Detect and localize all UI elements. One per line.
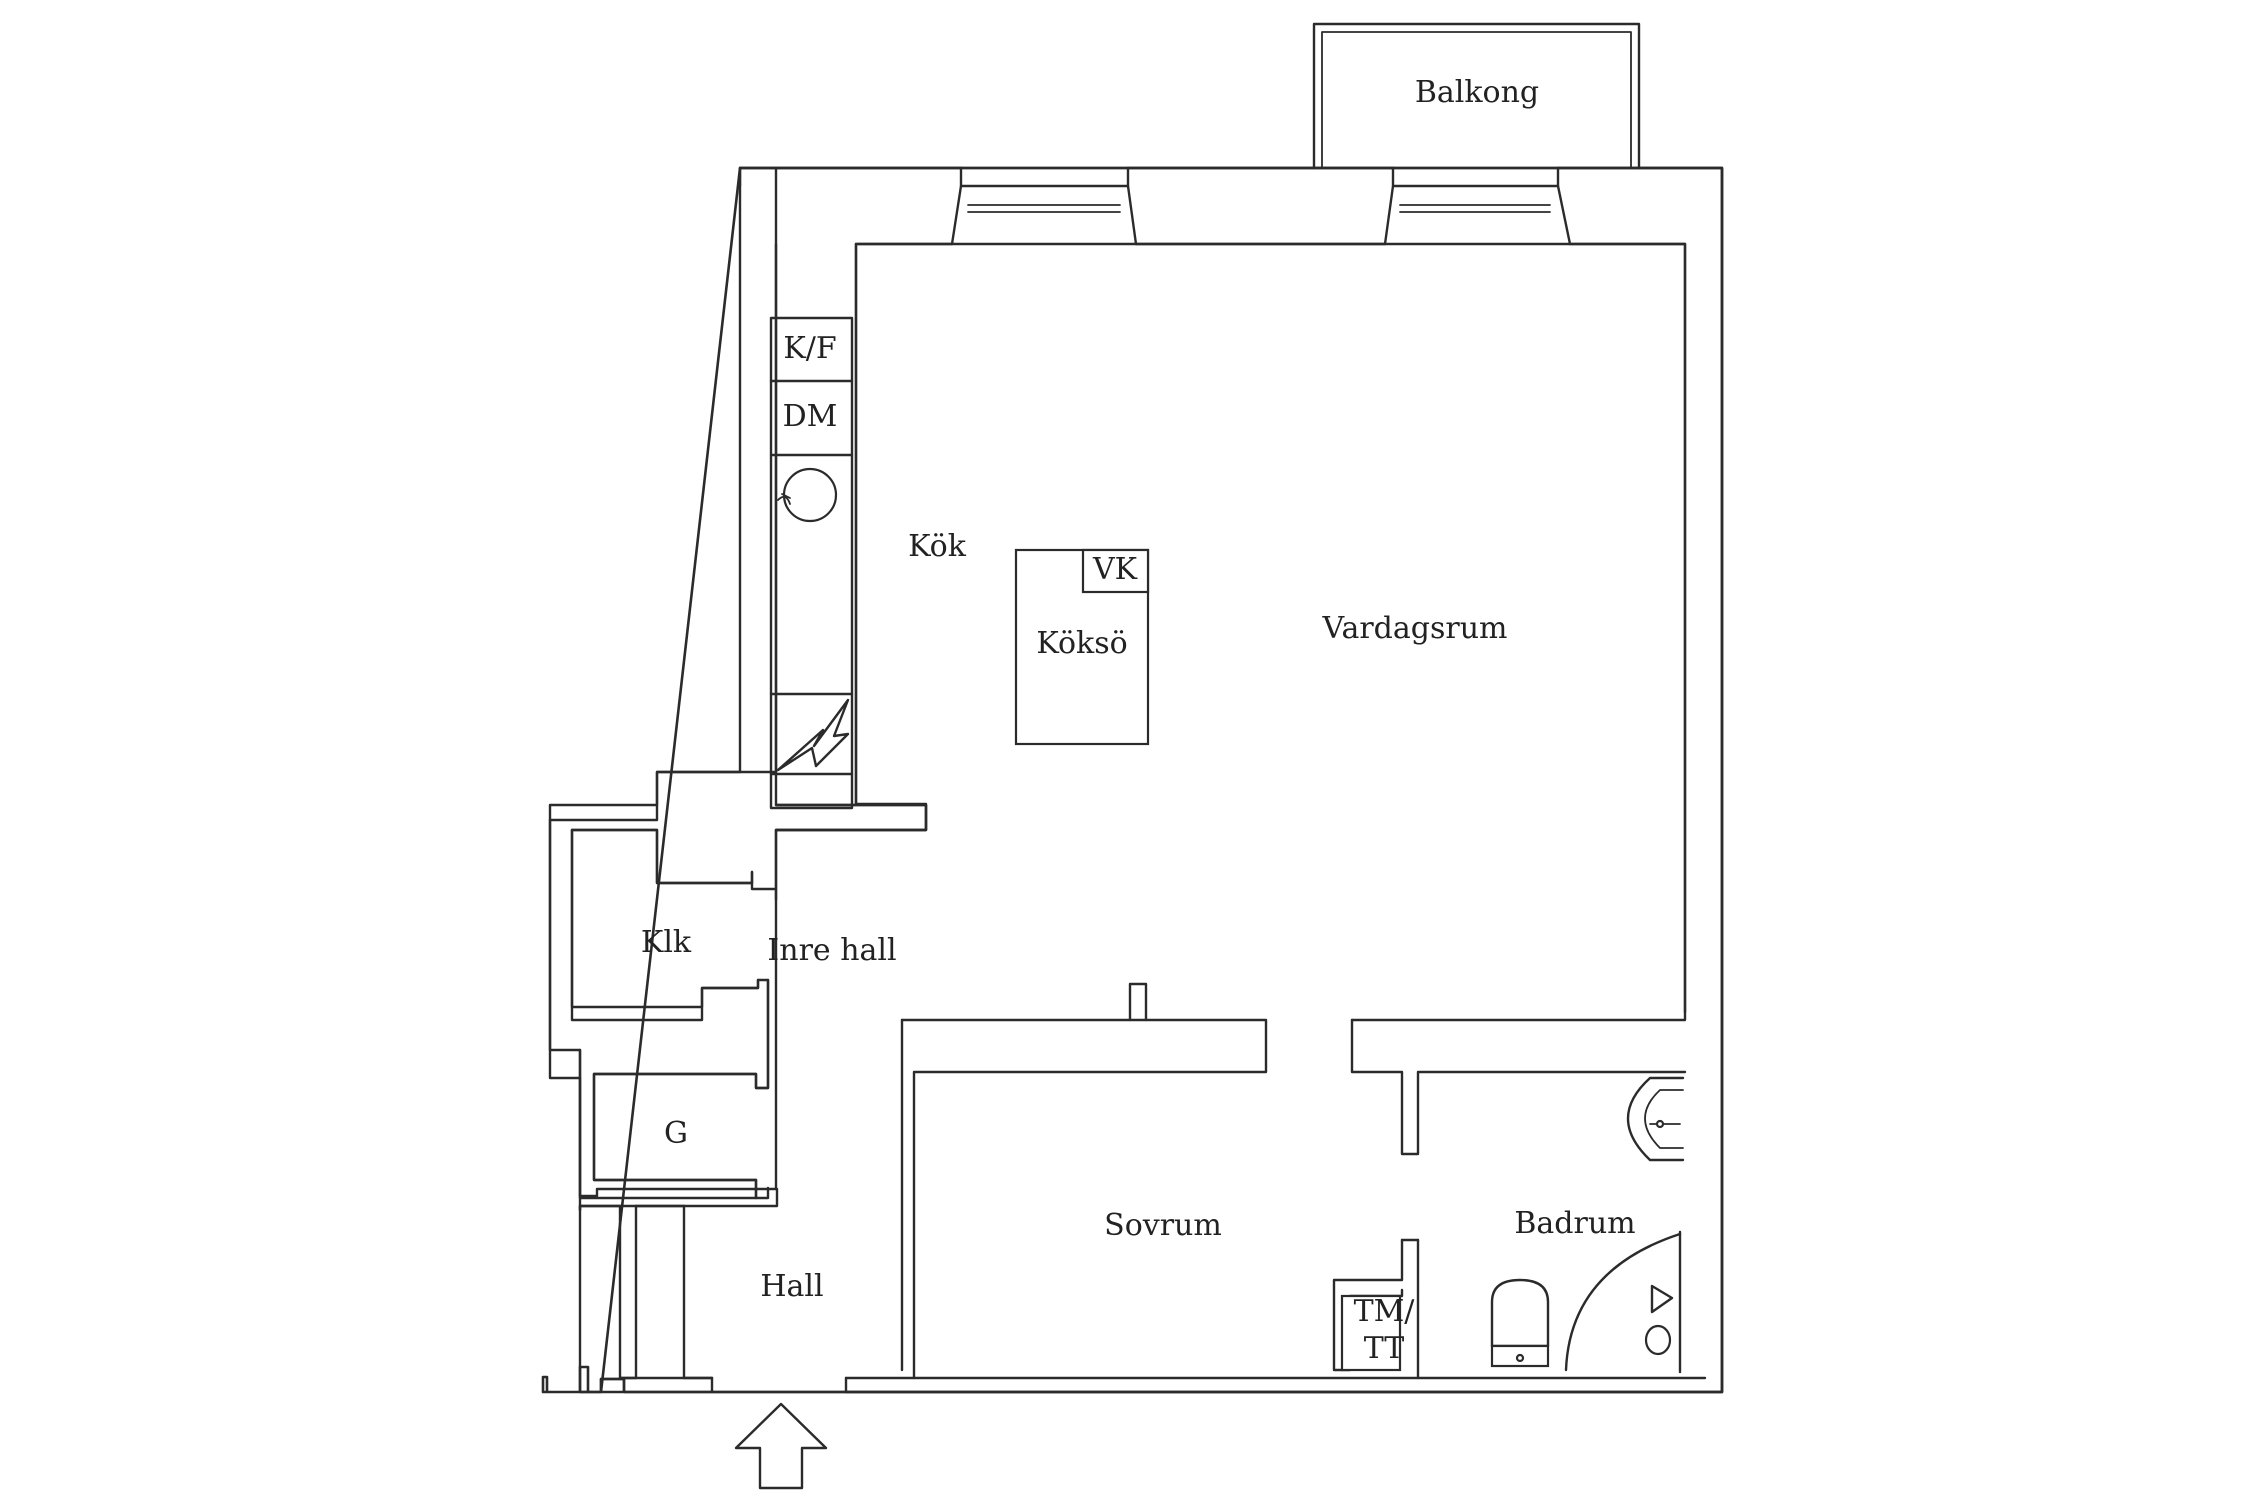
dishwasher-label: DM: [783, 399, 838, 434]
window-1: [950, 166, 1138, 246]
window-2: [1383, 166, 1572, 246]
kitchen-island: VK Köksö: [1014, 548, 1150, 746]
room-label-g: G: [664, 1116, 688, 1151]
washbasin-icon: [1626, 1076, 1685, 1162]
balcony-outer: [1312, 22, 1641, 170]
island-label: Köksö: [1036, 626, 1127, 661]
bottom-wall: [618, 1376, 1724, 1394]
balcony-inner: [1321, 31, 1632, 169]
entrance-arrow-icon: [734, 1402, 828, 1490]
laundry-unit: TM/ TT: [1340, 1294, 1416, 1372]
wine-cooler-label: VK: [1092, 552, 1138, 587]
bathroom-fixtures: [1490, 1076, 1685, 1374]
shower-door-arc: [1564, 1232, 1682, 1372]
interior-walls: [750, 803, 1687, 1380]
room-label-sovrum: Sovrum: [1104, 1208, 1222, 1243]
counter-dividers: [769, 379, 854, 776]
dryer-label: TT: [1364, 1331, 1405, 1366]
vk-box: [1081, 548, 1150, 594]
tm-tt-box: [1340, 1294, 1402, 1372]
toilet-icon: [1490, 1278, 1550, 1368]
room-label-balkong: Balkong: [1415, 75, 1539, 110]
room-label-hall: Hall: [760, 1269, 823, 1304]
fridge-freezer-label: K/F: [783, 331, 836, 366]
kitchen-sink-icon: [777, 467, 838, 523]
stove-icon: [776, 698, 850, 772]
room-label-kok: Kök: [908, 529, 967, 564]
room-label-badrum: Badrum: [1514, 1206, 1635, 1241]
shower-icon: [1644, 1284, 1674, 1356]
room-label-vardagsrum: Vardagsrum: [1322, 611, 1508, 646]
top-wall: [738, 166, 1724, 246]
counter-outline: [769, 316, 854, 810]
room-label-klk: Klk: [641, 925, 692, 960]
balcony: [1312, 22, 1641, 170]
washer-label: TM/: [1354, 1294, 1416, 1329]
room-label-inre-hall: Inre hall: [767, 933, 896, 968]
kitchen-counter: K/F DM: [769, 316, 854, 810]
room-labels: Balkong Kök Vardagsrum Klk Inre hall G H…: [641, 75, 1636, 1304]
right-wall: [1683, 166, 1724, 1394]
